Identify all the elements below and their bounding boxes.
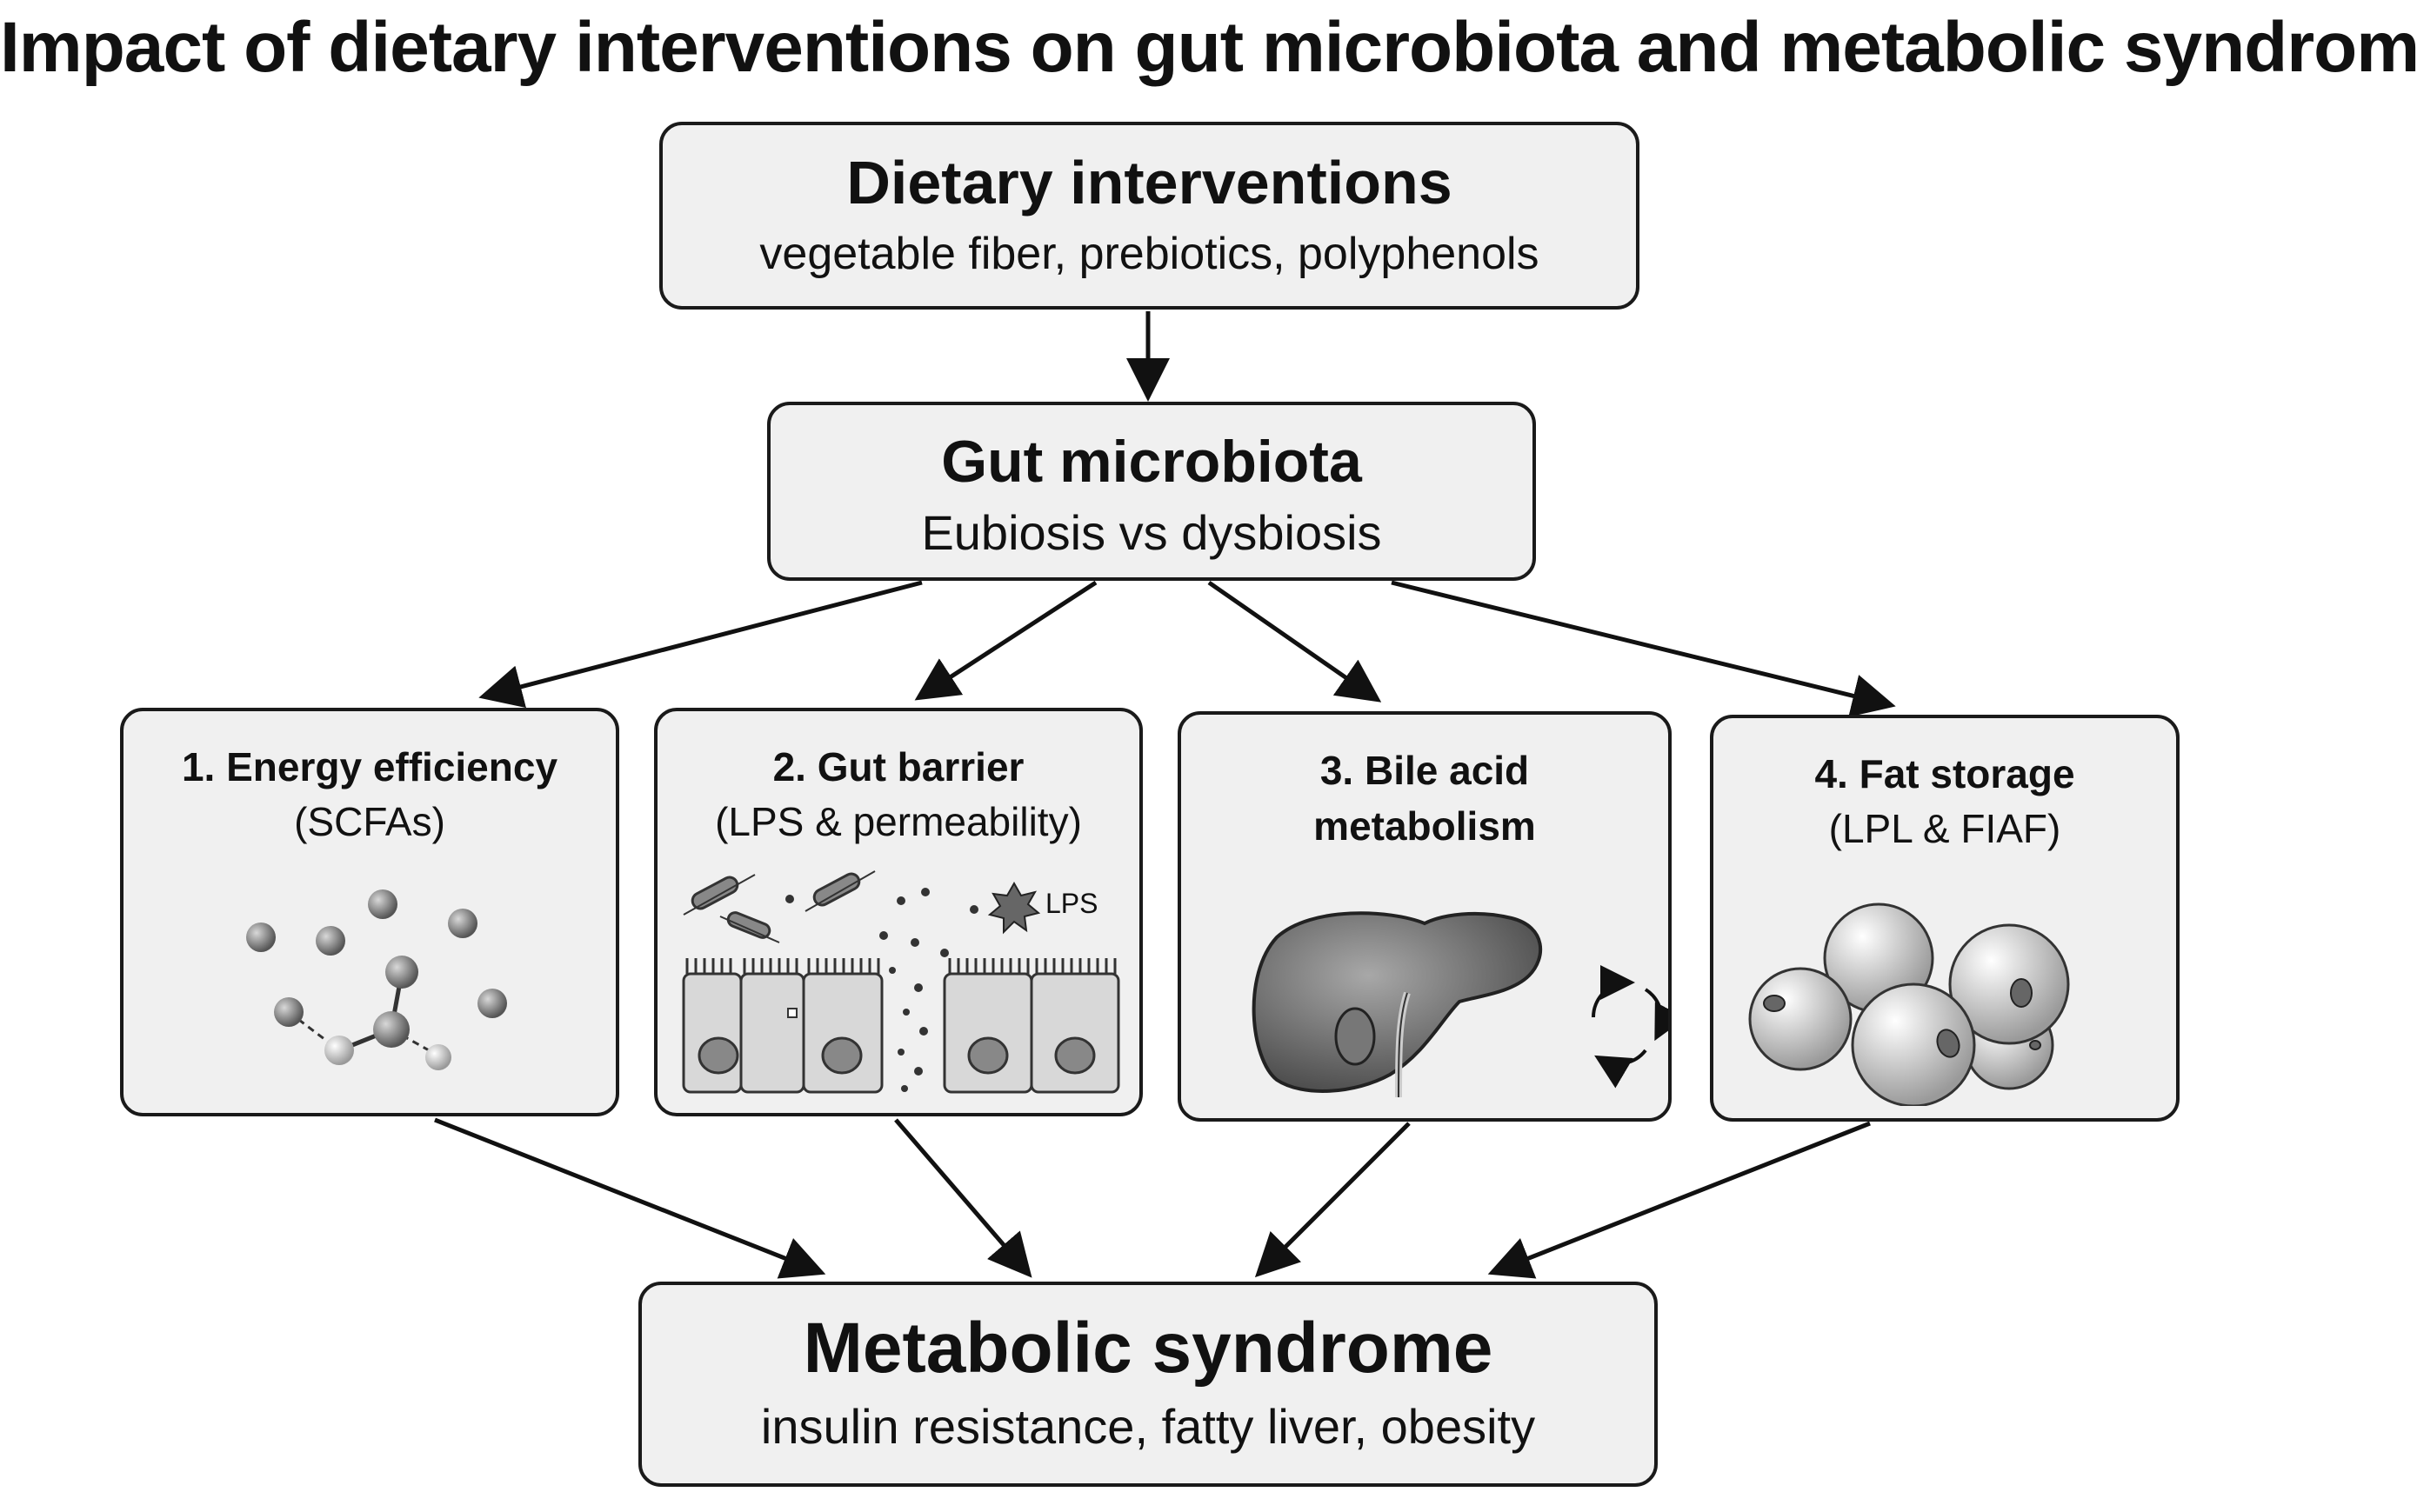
energy-heading: 1. Energy efficiency	[181, 744, 558, 789]
metabolic-heading: Metabolic syndrome	[803, 1309, 1493, 1388]
energy-subtitle: (SCFAs)	[294, 799, 445, 845]
lps-label: LPS	[1045, 888, 1098, 919]
metabolic-syndrome-box: Metabolic syndrome insulin resistance, f…	[638, 1282, 1658, 1487]
dietary-heading: Dietary interventions	[846, 149, 1452, 216]
microbiota-subtitle: Eubiosis vs dysbiosis	[921, 505, 1382, 560]
arrow-microbiota-to-fat	[1391, 580, 1896, 717]
microbiota-heading: Gut microbiota	[941, 429, 1362, 495]
scfa-molecules-illustration	[124, 883, 616, 1101]
adipocytes-illustration	[1713, 889, 2176, 1106]
gut-barrier-box: 2. Gut barrier (LPS & permeability)	[654, 708, 1143, 1116]
diagram-title: Impact of dietary interventions on gut m…	[0, 8, 2417, 87]
arrow-fat-to-metabolic	[1487, 1121, 1871, 1279]
barrier-subtitle: (LPS & permeability)	[715, 799, 1082, 845]
arrow-microbiota-to-bile	[1207, 580, 1382, 703]
liver-cycle-illustration	[1181, 889, 1668, 1106]
arrow-energy-to-metabolic	[434, 1117, 826, 1279]
bile-acid-metabolism-box: 3. Bile acid metabolism	[1178, 711, 1672, 1122]
arrow-microbiota-to-energy	[478, 580, 923, 709]
bile-heading: 3. Bile acid metabolism	[1181, 743, 1668, 855]
fat-heading: 4. Fat storage	[1814, 751, 2075, 796]
metabolic-subtitle: insulin resistance, fatty liver, obesity	[760, 1399, 1536, 1454]
intestinal-epithelium-illustration: LPS	[658, 866, 1139, 1101]
fat-storage-box: 4. Fat storage (LPL & FIAF)	[1710, 715, 2180, 1122]
bile-heading-line1: 3. Bile acid	[1319, 748, 1530, 793]
dietary-subtitle: vegetable fiber, prebiotics, polyphenols	[759, 229, 1539, 279]
fat-subtitle: (LPL & FIAF)	[1828, 806, 2061, 852]
bile-heading-line2: metabolism	[1313, 803, 1536, 849]
arrow-microbiota-to-barrier	[914, 580, 1098, 701]
barrier-heading: 2. Gut barrier	[772, 744, 1025, 789]
energy-efficiency-box: 1. Energy efficiency (SCFAs)	[120, 708, 619, 1116]
arrow-bile-to-metabolic	[1254, 1122, 1411, 1278]
dietary-interventions-box: Dietary interventions vegetable fiber, p…	[659, 122, 1639, 310]
gut-microbiota-box: Gut microbiota Eubiosis vs dysbiosis	[767, 402, 1536, 581]
arrow-barrier-to-metabolic	[894, 1118, 1032, 1278]
